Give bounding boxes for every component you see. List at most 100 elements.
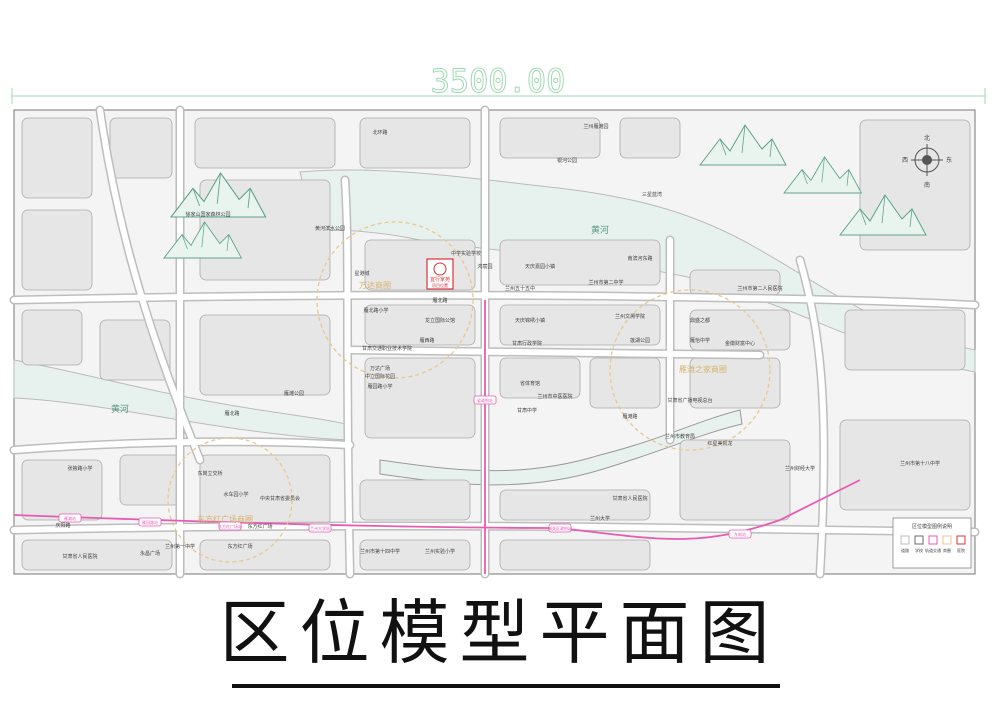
metro-station-st5: 省政府站 (473, 395, 497, 405)
place-tianqing: 天庆嘉园小镇 (525, 263, 555, 270)
metro-station-st3: 东方红广场站 (218, 521, 242, 531)
metro-station-st7: 东岗站 (728, 529, 752, 539)
district-yanan: 雁滩之家商圈 (679, 364, 727, 374)
place-yinhe-park: 银河公园 (557, 157, 577, 164)
project-name: 宜行家苑 (430, 276, 450, 283)
place-hongyuan: 鸿宸园 (477, 263, 492, 270)
compass-south: 南 (924, 181, 930, 189)
caption-underline (232, 684, 780, 688)
metro-station-st2: 雁园路站 (138, 517, 162, 527)
place-lanzhou-1: 兰州第一中学 (165, 543, 195, 550)
svg-text:城关区政府站: 城关区政府站 (548, 525, 572, 531)
place-jinhui: 金徽财富中心 (725, 340, 755, 347)
place-yanbei-primary: 雁北路小学 (363, 307, 388, 314)
legend-title: 区位模型图例说明 (912, 523, 952, 530)
dimension-label: 3500.00 (431, 62, 566, 100)
place-dongfanghong-sq: 东方红广场 (247, 523, 272, 530)
place-sanxing: 三星蓝湾 (642, 191, 662, 198)
mountain-illustrations (163, 124, 927, 259)
place-zhongxin-gangan: 中央甘肃省委员会 (260, 495, 300, 502)
place-labels: 北环路兰州雁滩园银河公园三星蓝湾徐家山国家森林公园黄河滨水公园黄河黄河中学实验学… (55, 123, 940, 560)
legend-item: 医院 (957, 547, 965, 553)
place-gansu-renmin: 甘肃省人民医院 (612, 495, 647, 502)
district-dongfanghong: 东方红广场商圈 (197, 514, 253, 524)
place-wanda-plaza: 万达广场 (370, 365, 390, 372)
place-lanzhou-2: 兰州市第二中学 (588, 279, 623, 286)
place-zhongxu: 中学实验学校 (451, 250, 481, 257)
business-circles (167, 221, 771, 563)
place-nanbinhe: 南滨河东路 (627, 255, 652, 262)
place-lanzhou-jiaoyu: 兰州市教育局 (665, 433, 695, 440)
legend-item: 学校 (915, 547, 923, 553)
place-lanzhou-zhongyi: 兰州市中医医院 (537, 393, 572, 400)
legend-item: 轨道交通 (925, 547, 941, 553)
project-location-marker: 宜行家苑 项目位置 (426, 258, 454, 290)
place-gansu-jiaotong: 甘肃交通职业技术学院 (362, 345, 412, 352)
compass-east: 东 (946, 156, 952, 164)
place-ganda: 甘肃省人民医院 (62, 553, 97, 560)
place-tianqing-xiao: 天庆锦绣小镇 (515, 317, 545, 324)
place-shuiche: 水车园小学 (223, 491, 248, 498)
compass-north: 北 (924, 134, 930, 142)
legend: 区位模型图例说明 道路学校轨道交通商圈医院 (892, 517, 972, 569)
metro-station-st1: 雁滩站 (58, 513, 82, 523)
place-beibin-park: 黄河滨水公园 (315, 225, 345, 232)
place-yanbei-2: 雁北路 (224, 410, 239, 417)
place-dongfang-hotel: 东方红广场 (227, 543, 252, 550)
place-huanghe-river: 黄河 (591, 224, 609, 236)
svg-text:雁滩站: 雁滩站 (64, 515, 76, 521)
legend-item: 道路 (901, 547, 909, 553)
legend-item: 商圈 (943, 547, 951, 553)
place-qingyang: 庆阳路 (55, 522, 70, 529)
place-lanzhou-14: 兰州市第十四中学 (360, 548, 400, 555)
place-yanyuan: 雁园路小学 (367, 383, 392, 390)
place-zhangye: 张掖路小学 (67, 465, 92, 472)
place-lianhu: 莲湖公园 (630, 337, 650, 344)
place-guanhu: 甘肃行政学院 (512, 340, 542, 347)
canal (379, 409, 743, 486)
place-hongxing: 红星美凯龙 (707, 440, 732, 447)
place-yanbei: 雁北路 (432, 297, 447, 304)
place-lanzhou-caijing: 兰州财经大学 (785, 465, 815, 472)
page-caption: 区位模型平面图 (219, 592, 780, 674)
svg-text:雁园路站: 雁园路站 (142, 519, 158, 525)
place-ganbei: 甘肃中学 (517, 407, 537, 414)
project-sub: 项目位置 (432, 282, 448, 288)
compass-icon: 北 南 西 东 (902, 134, 952, 189)
place-xinggang: 星港城 (354, 270, 369, 277)
place-lanzhou-eryuan: 兰州市第二人民医院 (737, 285, 782, 292)
metro-station-st4: 兰州大学站 (308, 523, 332, 533)
place-yanyi: 雁怡中学 (690, 337, 710, 344)
area-map: 3500.00 雁滩站雁园路站东方红广场站兰州大学站省政府站城关 (9, 62, 986, 579)
place-gansu-guangdian: 甘肃省广播电视总台 (667, 397, 712, 404)
place-dinghe: 鼎盛之都 (690, 317, 710, 324)
place-yanxi: 雁西路 (419, 337, 434, 344)
place-yongchang: 永昌广场 (140, 550, 160, 557)
svg-text:东岗站: 东岗站 (734, 531, 746, 537)
svg-text:兰州大学站: 兰州大学站 (310, 525, 330, 531)
place-xinzhou: 省体育馆 (520, 380, 540, 387)
place-lanzhou-univ: 兰州大学 (590, 515, 610, 522)
place-huanghe-river-2: 黄河 (111, 403, 129, 415)
svg-text:省政府站: 省政府站 (477, 397, 493, 403)
district-wanda: 万达商圈 (359, 280, 391, 290)
place-beibinhe: 北环路 (372, 129, 387, 136)
place-yanzhan-park: 兰州雁滩园 (583, 123, 608, 130)
place-lanzhou-18: 兰州市第十八中学 (900, 460, 940, 467)
dimension-annotation: 3500.00 (11, 62, 986, 104)
place-xujiashan: 徐家山国家森林公园 (185, 211, 230, 218)
place-lanzhou-55: 兰州五十五中 (505, 285, 535, 292)
metro-lines (13, 300, 861, 574)
place-xinglong: 龙立国际公馆 (425, 317, 455, 324)
place-lanzhou-shiyan: 兰州实验小学 (425, 548, 455, 555)
place-donggang: 东岗立交桥 (197, 470, 222, 477)
place-zhongli: 中立国际花园 (365, 373, 395, 380)
place-yantan-road: 雁滩路 (622, 413, 637, 420)
place-yantan-park: 雁滩公园 (284, 390, 304, 397)
place-wenhui: 兰州文溯学院 (615, 313, 645, 320)
compass-west: 西 (902, 157, 908, 164)
metro-station-st6: 城关区政府站 (548, 523, 572, 533)
svg-text:东方红广场站: 东方红广场站 (218, 523, 242, 529)
